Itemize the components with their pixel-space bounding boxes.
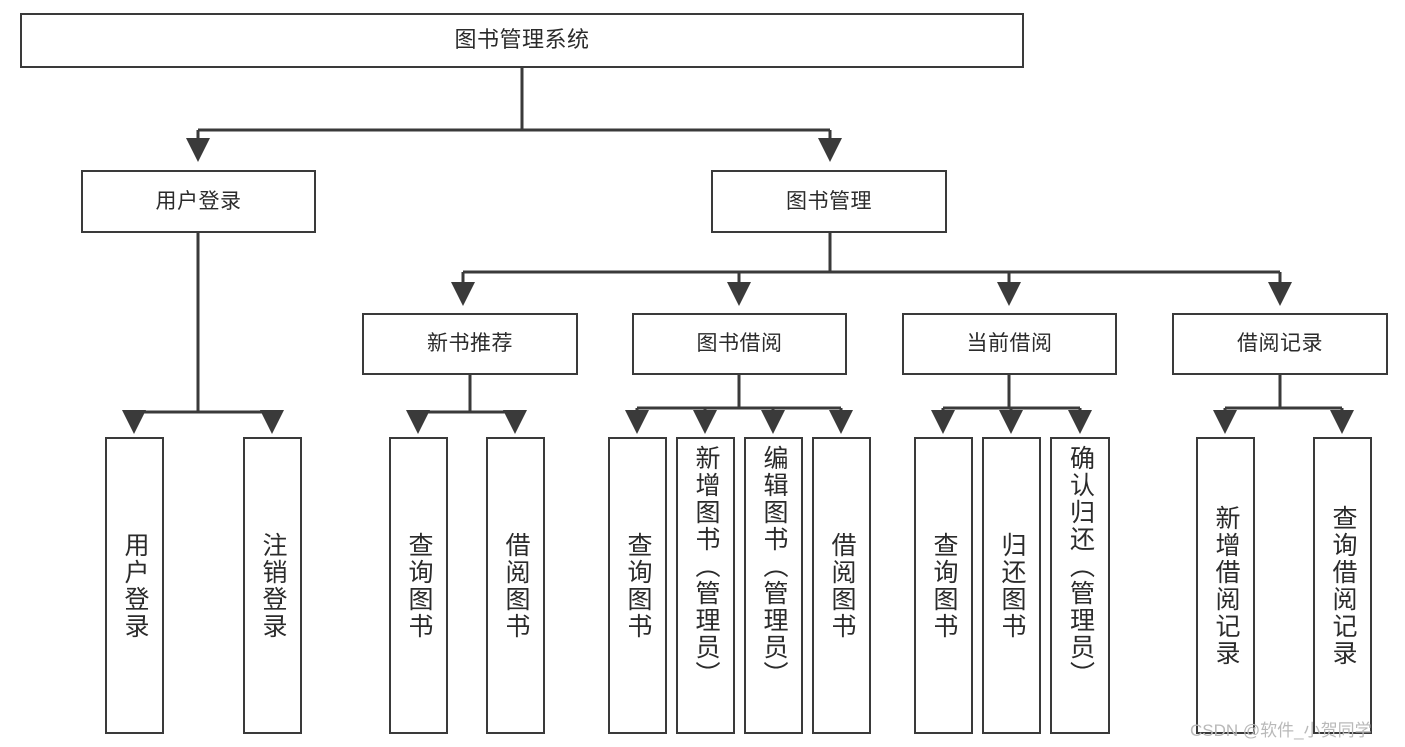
node-label: 查询图书 <box>930 531 958 640</box>
node-label: 编辑图书（管理员） <box>760 445 788 688</box>
node-label: 用户登录 <box>155 189 242 213</box>
node-borrow-record[interactable]: 借阅记录 <box>1172 313 1388 375</box>
leaf-borrow-query-book[interactable]: 查询图书 <box>608 437 667 734</box>
leaf-recommend-query-book[interactable]: 查询图书 <box>389 437 448 734</box>
node-label: 新书推荐 <box>427 332 513 356</box>
watermark: CSDN @软件_小贺同学 <box>1190 721 1372 740</box>
node-label: 图书借阅 <box>696 332 783 356</box>
node-label: 新增借阅记录 <box>1212 504 1240 667</box>
leaf-user-logout[interactable]: 注销登录 <box>243 437 302 734</box>
node-root-system[interactable]: 图书管理系统 <box>20 13 1024 68</box>
leaf-user-login[interactable]: 用户登录 <box>105 437 164 734</box>
leaf-current-confirm-return-admin[interactable]: 确认归还（管理员） <box>1050 437 1110 734</box>
node-label: 归还图书 <box>998 531 1026 640</box>
node-label: 当前借阅 <box>966 332 1053 356</box>
node-label: 用户登录 <box>121 531 149 640</box>
leaf-current-return-book[interactable]: 归还图书 <box>982 437 1041 734</box>
node-label: 查询图书 <box>624 531 652 640</box>
node-label: 确认归还（管理员） <box>1066 445 1095 688</box>
node-label: 查询图书 <box>405 531 433 640</box>
leaf-record-query-record[interactable]: 查询借阅记录 <box>1313 437 1372 734</box>
node-label: 图书管理系统 <box>454 27 590 53</box>
node-current-borrow[interactable]: 当前借阅 <box>902 313 1117 375</box>
leaf-recommend-borrow-book[interactable]: 借阅图书 <box>486 437 545 734</box>
node-book-borrow[interactable]: 图书借阅 <box>632 313 847 375</box>
leaf-current-query-book[interactable]: 查询图书 <box>914 437 973 734</box>
leaf-borrow-add-book-admin[interactable]: 新增图书（管理员） <box>676 437 735 734</box>
node-book-management[interactable]: 图书管理 <box>711 170 947 233</box>
node-user-login[interactable]: 用户登录 <box>81 170 316 233</box>
leaf-borrow-edit-book-admin[interactable]: 编辑图书（管理员） <box>744 437 803 734</box>
leaf-borrow-borrow-book[interactable]: 借阅图书 <box>812 437 871 734</box>
node-new-book-recommend[interactable]: 新书推荐 <box>362 313 578 375</box>
node-label: 借阅记录 <box>1237 332 1323 356</box>
node-label: 图书管理 <box>786 189 872 213</box>
node-label: 注销登录 <box>259 531 287 640</box>
node-label: 查询借阅记录 <box>1329 504 1357 667</box>
node-label: 新增图书（管理员） <box>692 445 720 688</box>
node-label: 借阅图书 <box>502 531 530 640</box>
leaf-record-add-record[interactable]: 新增借阅记录 <box>1196 437 1255 734</box>
node-label: 借阅图书 <box>828 531 856 640</box>
